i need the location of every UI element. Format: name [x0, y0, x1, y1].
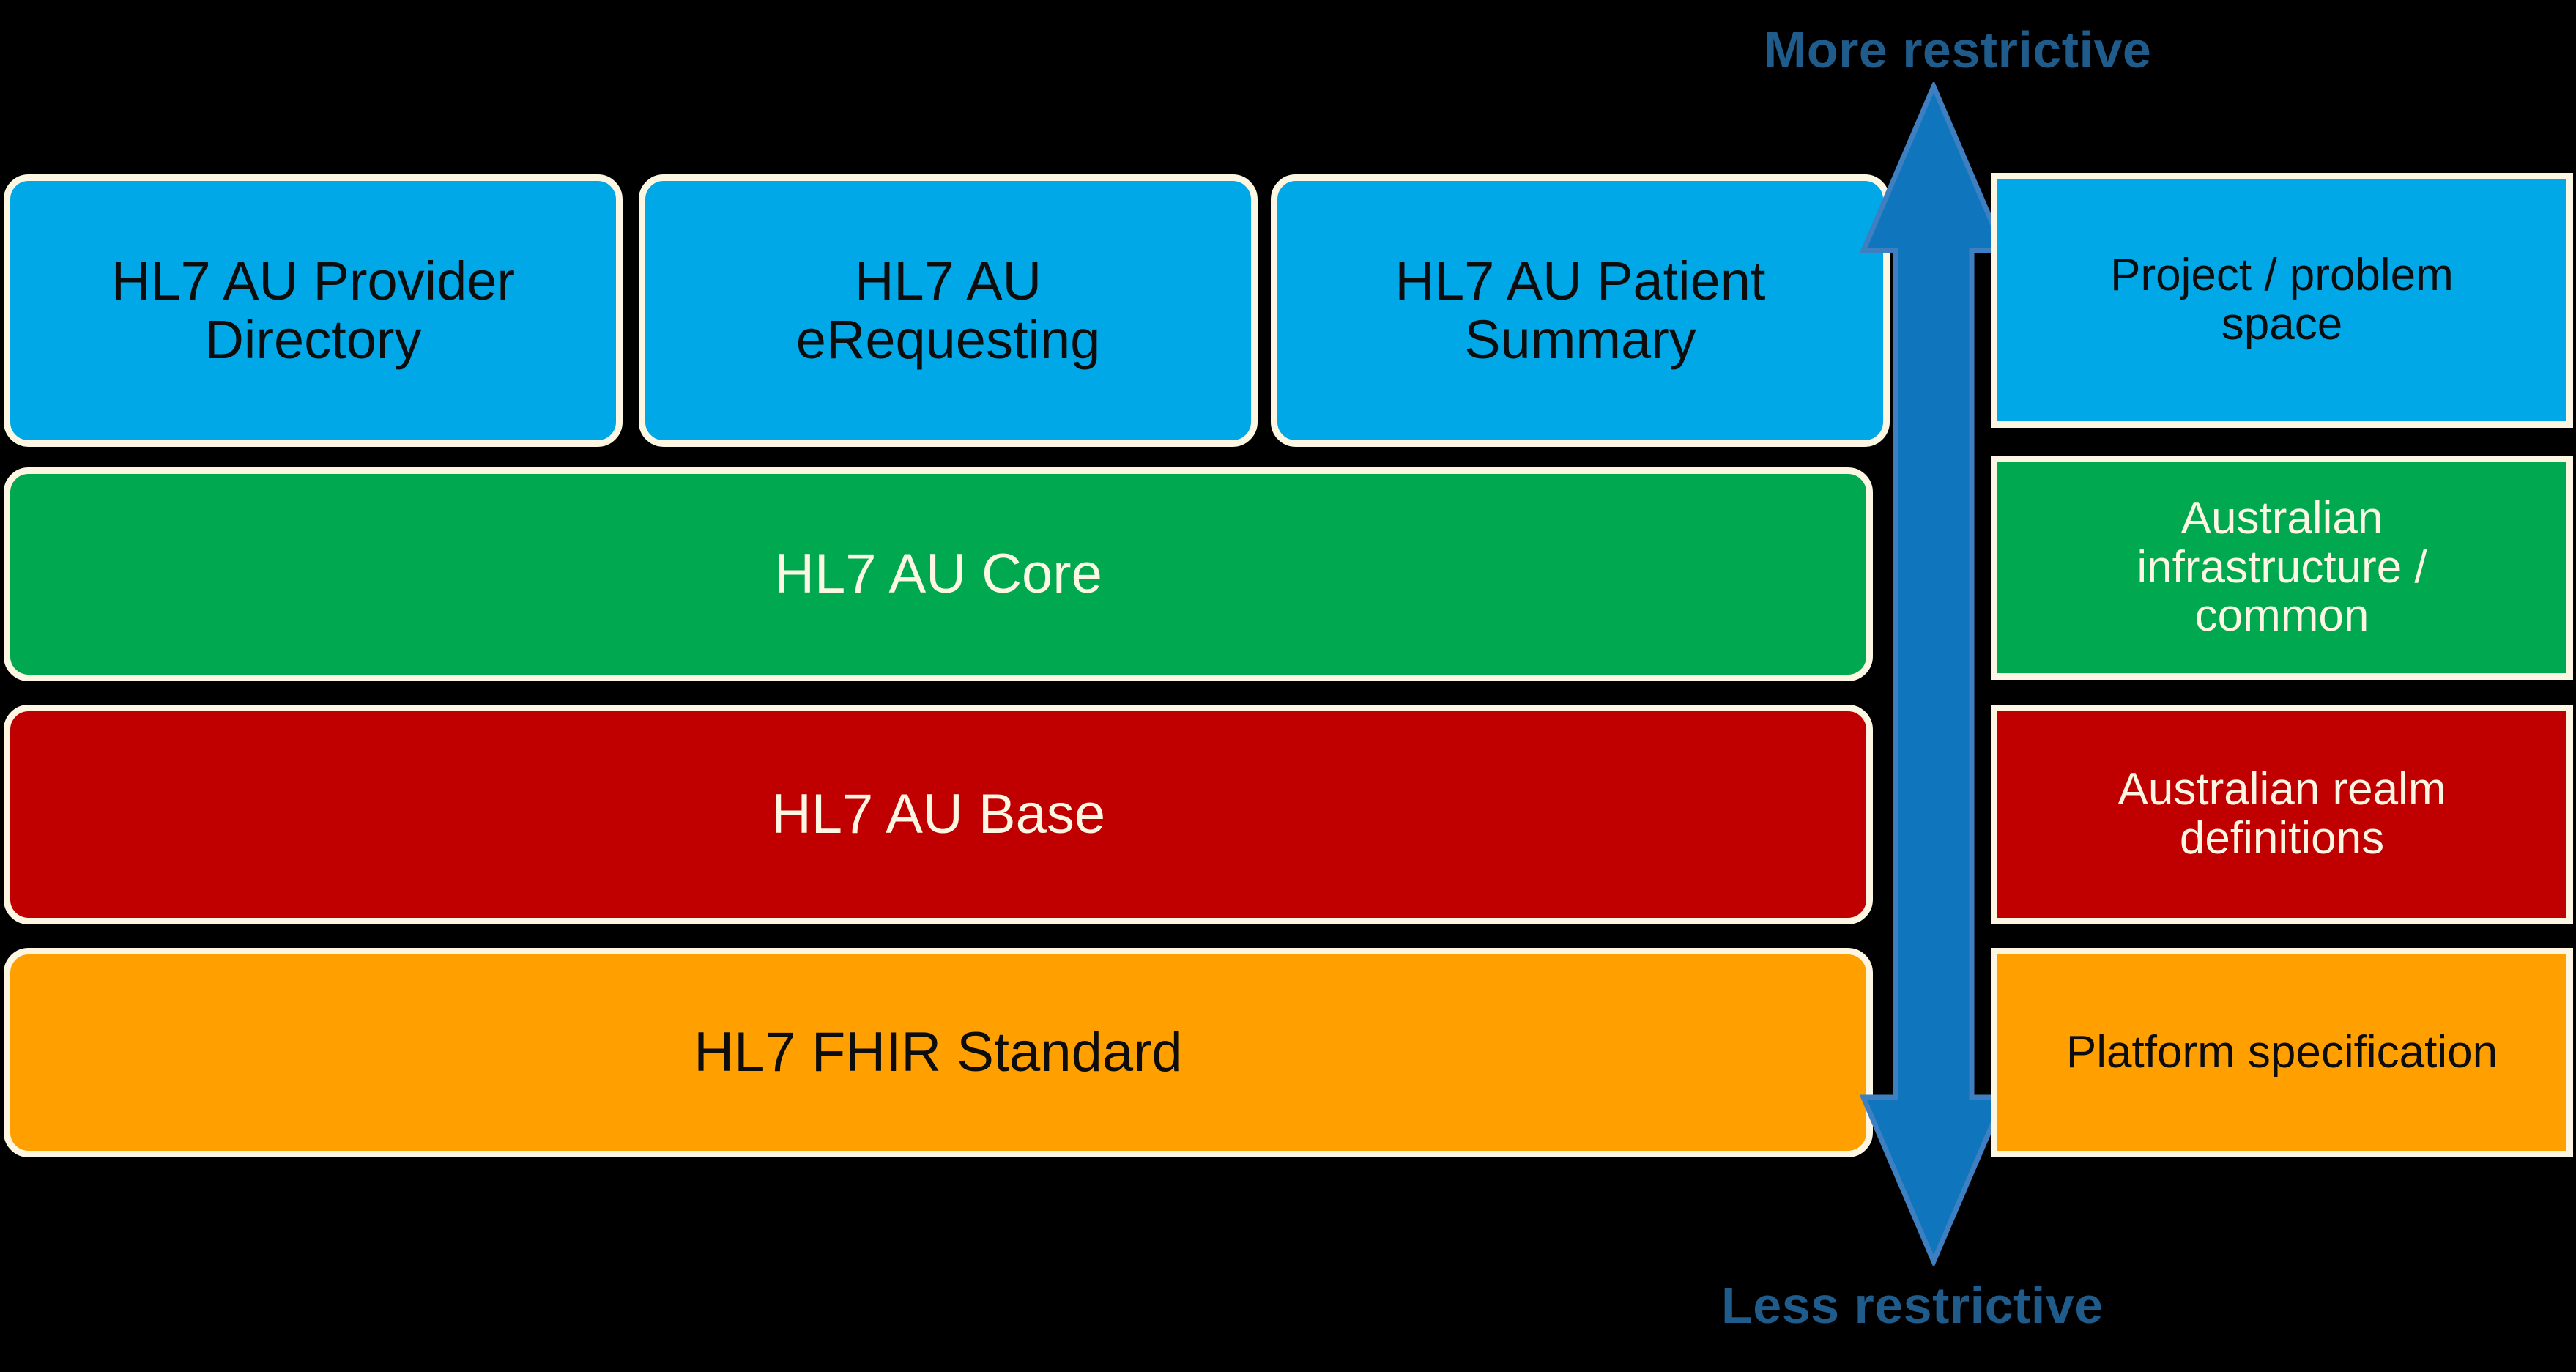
legend-box-project-problem-space-label: Project / problem space: [2110, 250, 2454, 349]
stack-box-patient-summary[interactable]: HL7 AU Patient Summary: [1271, 174, 1890, 447]
stack-box-provider-directory-label: HL7 AU Provider Directory: [111, 251, 516, 370]
stack-box-patient-summary-label: HL7 AU Patient Summary: [1395, 251, 1766, 370]
stack-layer-au-base-label: HL7 AU Base: [771, 782, 1106, 845]
stack-box-erequesting-label: HL7 AU eRequesting: [795, 251, 1101, 370]
double-arrow-icon: [1860, 82, 2007, 1266]
stack-layer-au-core[interactable]: HL7 AU Core: [4, 467, 1873, 681]
axis-label-more-restrictive: More restrictive: [1764, 21, 2152, 78]
legend-box-platform-specification[interactable]: Platform specification: [1991, 948, 2573, 1157]
legend-box-australian-infrastructure-label: Australian infrastructure / common: [2137, 492, 2427, 642]
stack-layer-au-core-label: HL7 AU Core: [774, 542, 1102, 605]
stack-box-provider-directory[interactable]: HL7 AU Provider Directory: [4, 174, 623, 447]
stack-layer-au-base[interactable]: HL7 AU Base: [4, 705, 1873, 924]
legend-box-australian-realm-definitions[interactable]: Australian realm definitions: [1991, 705, 2573, 924]
legend-box-australian-realm-definitions-label: Australian realm definitions: [2117, 764, 2446, 864]
legend-box-australian-infrastructure[interactable]: Australian infrastructure / common: [1991, 456, 2573, 680]
legend-box-project-problem-space[interactable]: Project / problem space: [1991, 173, 2573, 428]
axis-label-less-restrictive: Less restrictive: [1721, 1277, 2104, 1334]
stack-layer-fhir-standard-label: HL7 FHIR Standard: [694, 1020, 1183, 1083]
stack-layer-fhir-standard[interactable]: HL7 FHIR Standard: [4, 948, 1873, 1157]
restrictiveness-axis-arrow: [1860, 82, 2007, 1266]
legend-box-platform-specification-label: Platform specification: [2065, 1026, 2498, 1078]
stack-box-erequesting[interactable]: HL7 AU eRequesting: [639, 174, 1258, 447]
